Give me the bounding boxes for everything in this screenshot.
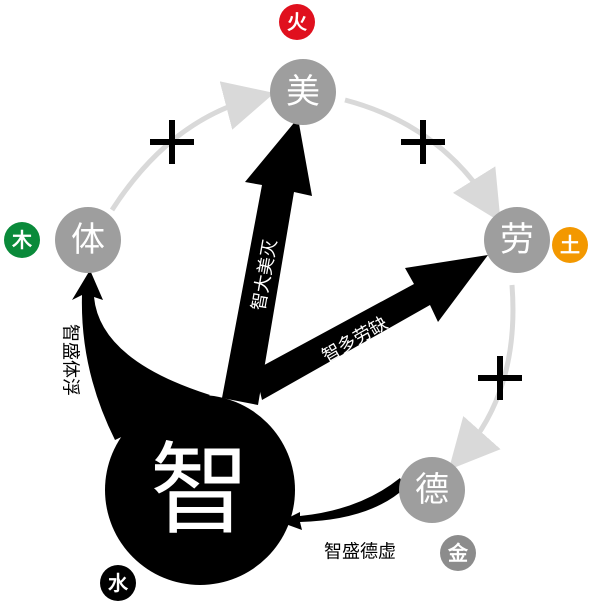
arrow-zhi-ti (72, 270, 210, 440)
label-zhi-sheng-de-xu: 智盛德虚 (324, 542, 396, 563)
plus-icon (150, 120, 194, 164)
label-zhi-sheng-ti-fu: 智盛体浮 (60, 324, 81, 396)
svg-text:体: 体 (71, 220, 105, 260)
svg-text:美: 美 (286, 72, 320, 112)
plus-icon (478, 356, 522, 400)
arrow-zhi-lao (255, 255, 488, 400)
svg-text:劳: 劳 (500, 220, 534, 260)
element-wood: 木 (4, 222, 40, 258)
node-zhi: 智 (105, 395, 295, 585)
svg-text:水: 水 (108, 571, 129, 595)
arrow-de-zhi (280, 478, 405, 530)
svg-text:火: 火 (287, 10, 308, 34)
cycle-arrow-mei-lao (344, 97, 501, 222)
element-metal: 金 (440, 535, 476, 571)
element-earth: 土 (552, 227, 588, 263)
cycle-arrow-ti-mei (109, 81, 275, 212)
svg-text:智: 智 (150, 432, 250, 549)
arrow-zhi-mei (222, 118, 312, 405)
svg-text:德: 德 (415, 470, 449, 510)
cycle-arrow-lao-de (448, 284, 516, 470)
svg-text:金: 金 (447, 541, 469, 565)
node-lao: 劳 (484, 207, 550, 273)
element-water: 水 (100, 565, 136, 601)
svg-text:木: 木 (11, 228, 33, 252)
node-mei: 美 (270, 59, 336, 125)
svg-text:土: 土 (560, 233, 580, 257)
node-de: 德 (399, 457, 465, 523)
node-ti: 体 (55, 207, 121, 273)
plus-icon (401, 120, 445, 164)
element-fire: 火 (279, 4, 315, 40)
